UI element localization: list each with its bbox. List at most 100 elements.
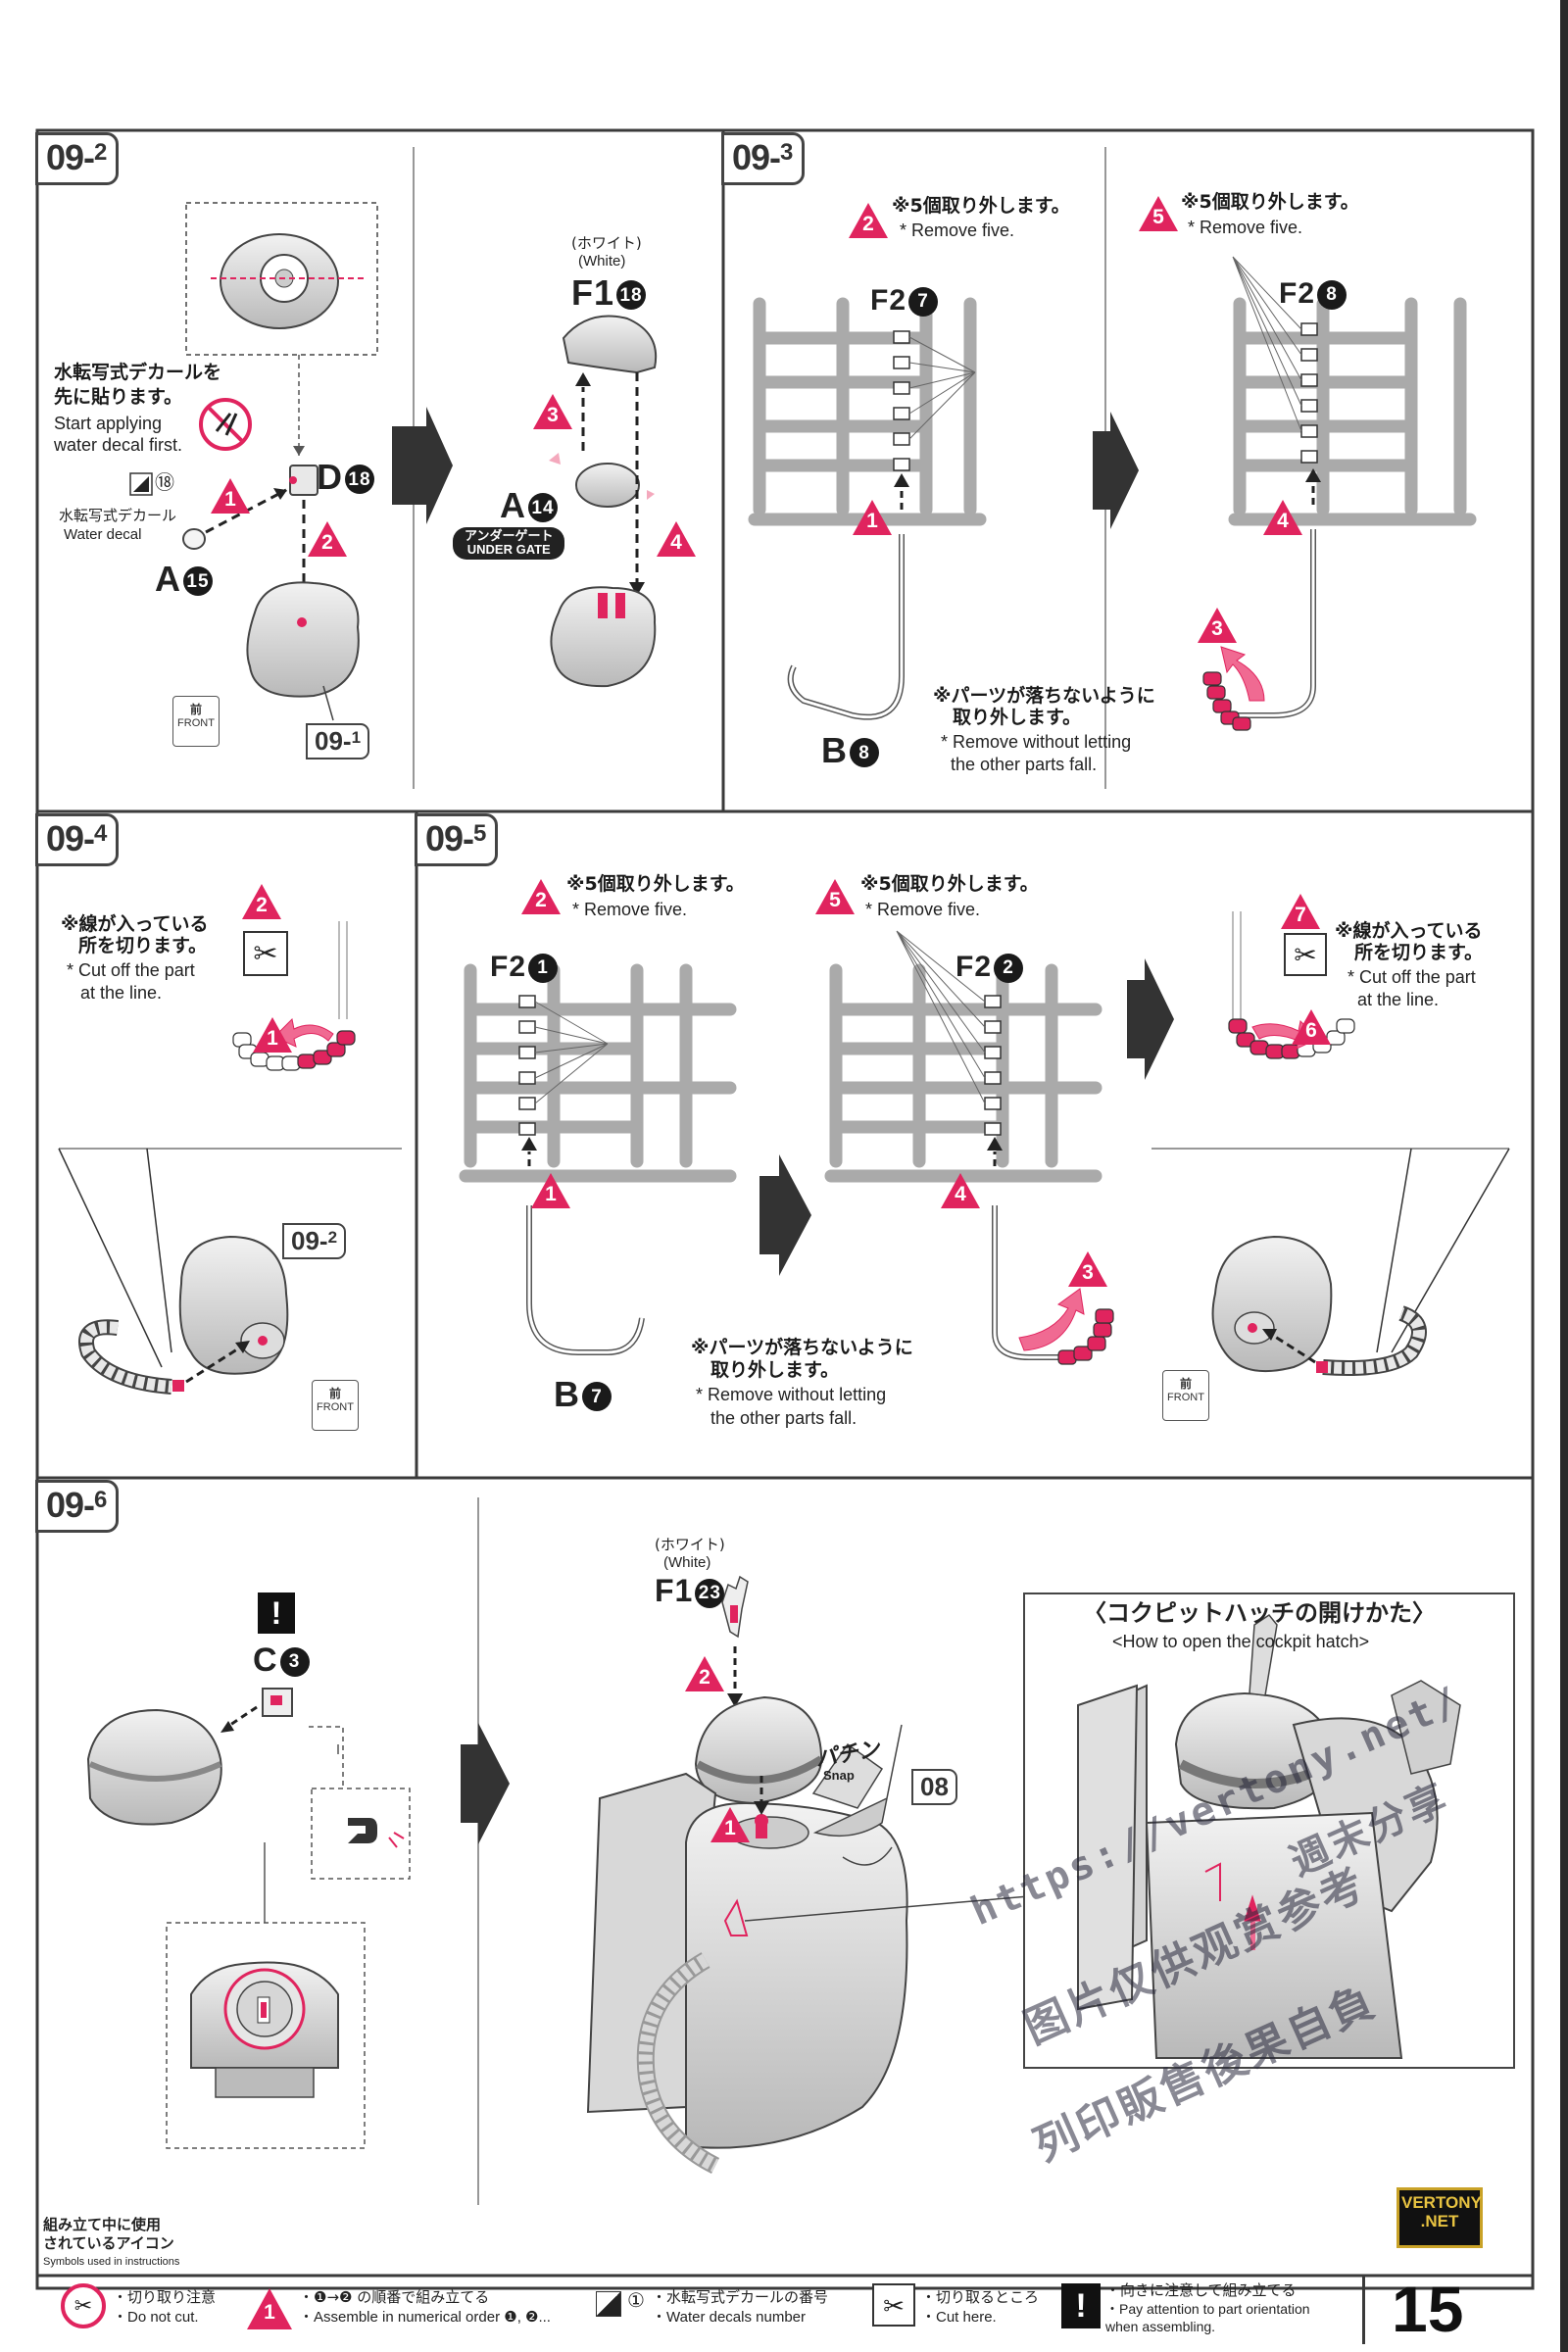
remove-five-jp: ※5個取り外します。 bbox=[860, 873, 1039, 895]
note-en-1: * Remove without letting bbox=[696, 1385, 887, 1404]
step-marker: 4 bbox=[1261, 498, 1304, 537]
scissors-icon: ✂ bbox=[872, 2283, 915, 2327]
section-label-sub: 4 bbox=[94, 820, 107, 847]
ref-sub: 2 bbox=[327, 1228, 338, 1247]
ref-text: 09- bbox=[291, 1226, 328, 1255]
step-marker: 1 bbox=[529, 1171, 572, 1210]
exclamation-icon: ! bbox=[258, 1592, 295, 1634]
no-cut-icon: ✂ bbox=[61, 2283, 106, 2328]
step-marker: 1 bbox=[209, 476, 252, 515]
step-marker: 2 bbox=[240, 882, 283, 921]
step-number: 1 bbox=[224, 487, 236, 511]
legend-cut-en: ・Cut here. bbox=[921, 2309, 997, 2326]
under-gate-jp: アンダーゲート bbox=[465, 528, 554, 543]
step-marker: 2 bbox=[306, 519, 349, 559]
under-gate-en: UNDER GATE bbox=[466, 542, 551, 558]
step-number: 1 bbox=[724, 1816, 736, 1839]
legend-nocut-jp: ・切り取り注意 bbox=[113, 2288, 217, 2306]
step-number: 4 bbox=[670, 530, 682, 554]
vertony-logo: VERTONY.NET bbox=[1396, 2187, 1483, 2248]
page-frame bbox=[35, 128, 1535, 2290]
water-decal-jp: 水転写式デカール bbox=[59, 507, 177, 524]
section-label-text: 09- bbox=[46, 1485, 95, 1525]
decal-note-en-1: Start applying bbox=[54, 414, 163, 433]
logo-line-2: .NET bbox=[1420, 2211, 1459, 2230]
section-label-text: 09- bbox=[46, 818, 95, 858]
section-label-text: 09- bbox=[46, 137, 95, 177]
part-number: 18 bbox=[616, 280, 647, 311]
step-number: 2 bbox=[256, 893, 268, 916]
note-en-2: the other parts fall. bbox=[710, 1408, 858, 1428]
step-marker: 4 bbox=[939, 1171, 982, 1210]
front-en: FRONT bbox=[177, 717, 215, 729]
ref-label-09-1: 09-1 bbox=[306, 723, 370, 760]
step-number: 4 bbox=[955, 1182, 966, 1205]
legend-orient-en-1: ・Pay attention to part orientation bbox=[1105, 2301, 1310, 2317]
legend-cut-jp: ・切り取るところ bbox=[921, 2288, 1040, 2306]
step-marker: 6 bbox=[1290, 1007, 1333, 1047]
part-number: 7 bbox=[582, 1382, 612, 1412]
step-number: 2 bbox=[535, 888, 547, 911]
section-label-09-2: 09-2 bbox=[35, 132, 120, 185]
note-jp-1: ※パーツが落ちないように bbox=[691, 1337, 913, 1358]
binding-strip bbox=[1560, 0, 1568, 2352]
step-marker: 5 bbox=[1137, 194, 1180, 233]
part-number: 23 bbox=[695, 1578, 725, 1608]
section-label-09-5: 09-5 bbox=[415, 813, 499, 866]
cut-note-jp-1: ※線が入っている bbox=[61, 913, 209, 935]
legend-decal-jp: ・水転写式デカールの番号 bbox=[652, 2288, 829, 2306]
cut-note-jp-1: ※線が入っている bbox=[1335, 920, 1483, 942]
step-number: 1 bbox=[545, 1182, 557, 1205]
step-marker: 3 bbox=[1066, 1250, 1109, 1289]
step-number: 5 bbox=[829, 888, 841, 911]
part-number: 18 bbox=[345, 465, 374, 495]
step-number: 1 bbox=[267, 1026, 278, 1050]
part-number: 1 bbox=[528, 954, 559, 984]
part-number: 8 bbox=[850, 738, 879, 768]
step-marker: 3 bbox=[531, 392, 574, 431]
water-decal-en: Water decal bbox=[64, 526, 142, 543]
part-letter: F2 bbox=[1279, 277, 1316, 310]
section-label-09-4: 09-4 bbox=[35, 813, 120, 866]
step-number: 3 bbox=[547, 403, 559, 426]
section-label-text: 09- bbox=[425, 818, 474, 858]
decal-icon bbox=[596, 2291, 621, 2317]
step-number: 6 bbox=[1305, 1018, 1317, 1042]
remove-five-jp: ※5個取り外します。 bbox=[566, 873, 745, 895]
legend-divider bbox=[1362, 2276, 1365, 2344]
page-number: 15 bbox=[1392, 2273, 1464, 2345]
part-number: 14 bbox=[528, 493, 558, 523]
legend-order-jp: ・❶→❷ の順番で組み立てる bbox=[299, 2288, 490, 2306]
section-label-sub: 3 bbox=[780, 139, 793, 166]
legend-nocut-en: ・Do not cut. bbox=[113, 2309, 199, 2326]
step-number: 5 bbox=[1152, 205, 1164, 228]
front-jp: 前 bbox=[1179, 1377, 1192, 1391]
legend-title-jp-2: されているアイコン bbox=[43, 2234, 174, 2252]
step-marker: 3 bbox=[1196, 606, 1239, 645]
part-letter: F2 bbox=[956, 951, 993, 983]
section-label-sub: 5 bbox=[473, 820, 486, 847]
step-marker: 1 bbox=[709, 1805, 752, 1844]
legend-title-en: Symbols used in instructions bbox=[43, 2256, 180, 2268]
step-number: 2 bbox=[862, 212, 874, 235]
step-marker: 1 bbox=[245, 2286, 294, 2331]
cockpit-title-jp: 〈コクピットハッチの開けかた〉 bbox=[1083, 1599, 1436, 1627]
front-jp: 前 bbox=[189, 703, 202, 716]
decal-note-en-2: water decal first. bbox=[54, 435, 183, 455]
step-marker: 7 bbox=[1279, 892, 1322, 931]
cut-note-en-2: at the line. bbox=[80, 983, 163, 1003]
legend-title-jp-1: 組み立て中に使用 bbox=[43, 2216, 162, 2233]
step-marker: 1 bbox=[851, 498, 894, 537]
step-marker: 4 bbox=[655, 519, 698, 559]
step-marker: 1 bbox=[251, 1015, 294, 1054]
cut-note-en-2: at the line. bbox=[1357, 990, 1440, 1009]
part-letter: A bbox=[155, 559, 181, 599]
white-en: (White) bbox=[578, 253, 626, 270]
step-number: 3 bbox=[1082, 1260, 1094, 1284]
cut-note-en-1: * Cut off the part bbox=[67, 960, 195, 980]
